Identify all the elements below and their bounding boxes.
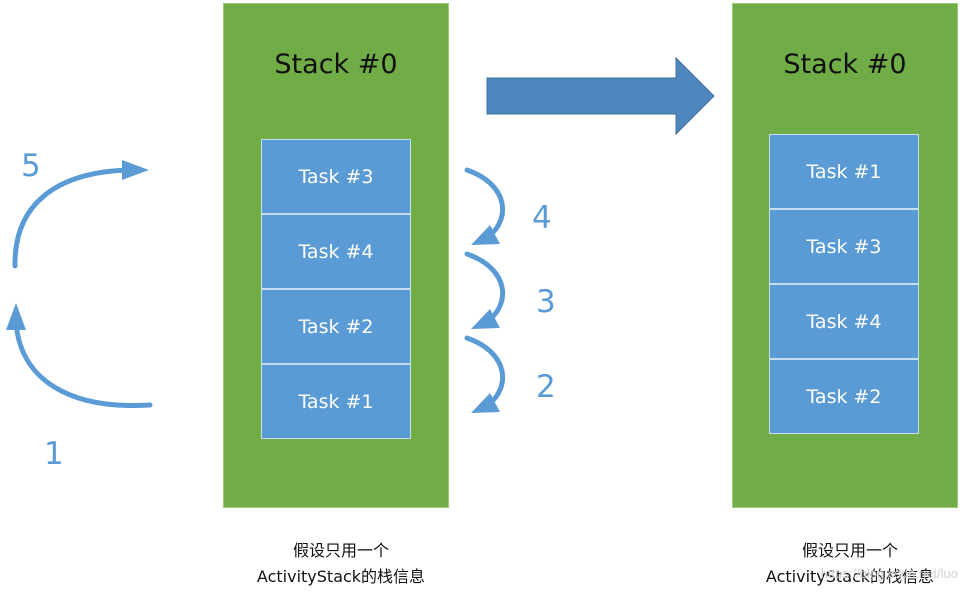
- right-task-4: Task #2: [769, 359, 919, 434]
- step-2-arrowhead-icon: [471, 393, 500, 413]
- step-3-curve-arrow-icon: [464, 251, 506, 327]
- right-caption-line-1: 假设只用一个: [801, 541, 898, 560]
- step-label-3: 3: [536, 284, 556, 320]
- right-task-1: Task #1: [769, 134, 919, 209]
- left-caption-line-1: 假设只用一个: [292, 541, 389, 560]
- left-task-4: Task #1: [261, 364, 411, 439]
- step-4-curve-arrow-icon: [464, 167, 506, 243]
- step-5-arrowhead-icon: [122, 160, 149, 180]
- left-stack-title: Stack #0: [274, 49, 398, 80]
- watermark: https://blog.csdn.net/luo: [820, 566, 958, 581]
- right-caption: 假设只用一个 ActivityStack的栈信息: [720, 538, 964, 590]
- step-1-curve-arrow-icon: [13, 319, 153, 409]
- step-label-4: 4: [532, 200, 552, 236]
- left-caption: 假设只用一个 ActivityStack的栈信息: [211, 538, 471, 590]
- step-label-5: 5: [21, 148, 41, 184]
- step-3-arrowhead-icon: [471, 309, 500, 329]
- right-task-3: Task #4: [769, 284, 919, 359]
- left-caption-line-2: ActivityStack的栈信息: [256, 567, 426, 586]
- right-stack-title: Stack #0: [783, 49, 907, 80]
- step-5-curve-arrow-icon: [12, 167, 133, 269]
- right-task-2: Task #3: [769, 209, 919, 284]
- left-task-1: Task #3: [261, 139, 411, 214]
- transition-arrow-icon: [486, 56, 715, 136]
- step-label-2: 2: [536, 369, 556, 405]
- step-label-1: 1: [44, 436, 64, 472]
- step-2-curve-arrow-icon: [464, 335, 506, 411]
- left-task-2: Task #4: [261, 214, 411, 289]
- step-4-arrowhead-icon: [471, 225, 500, 245]
- step-1-arrowhead-icon: [6, 303, 26, 330]
- right-caption-line-2: ActivityStack的栈信息: [765, 567, 935, 586]
- left-task-3: Task #2: [261, 289, 411, 364]
